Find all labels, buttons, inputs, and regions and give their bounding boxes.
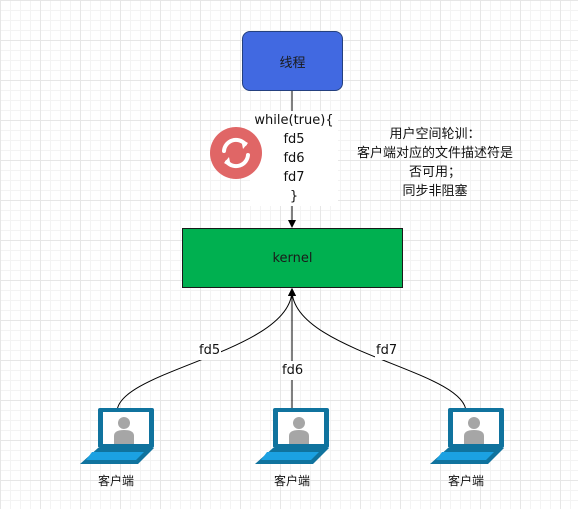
loop-code-line: fd7 — [283, 170, 305, 185]
loop-code-line: fd6 — [283, 151, 305, 166]
loop-code-line: fd5 — [283, 132, 305, 147]
laptop-user-icon — [80, 408, 154, 464]
note-line: 否可用； — [408, 165, 461, 180]
note-line: 同步非阻塞 — [402, 184, 468, 199]
loop-code-block: while(true){ fd5 fd6 fd7 } — [250, 111, 338, 206]
loop-code-line: } — [289, 189, 299, 204]
polling-note: 用户空间轮训： 客户端对应的文件描述符是 否可用； 同步非阻塞 — [345, 125, 525, 201]
laptop-user-icon — [430, 408, 504, 464]
thread-box: 线程 — [242, 31, 343, 91]
loop-code-line: while(true){ — [254, 113, 334, 128]
client-label: 客户端 — [97, 474, 134, 488]
kernel-box: kernel — [182, 228, 403, 288]
note-line: 客户端对应的文件描述符是 — [356, 146, 513, 161]
kernel-label: kernel — [272, 250, 313, 266]
edge-label-fd6: fd6 — [281, 361, 305, 380]
note-line: 用户空间轮训： — [389, 127, 481, 142]
client-label: 客户端 — [273, 474, 310, 488]
client-label: 客户端 — [447, 474, 484, 488]
sync-icon — [210, 127, 262, 179]
thread-label: 线程 — [279, 55, 306, 71]
edge-label-fd5: fd5 — [198, 341, 222, 360]
laptop-user-icon — [255, 408, 329, 464]
edge-label-fd7: fd7 — [375, 341, 399, 360]
